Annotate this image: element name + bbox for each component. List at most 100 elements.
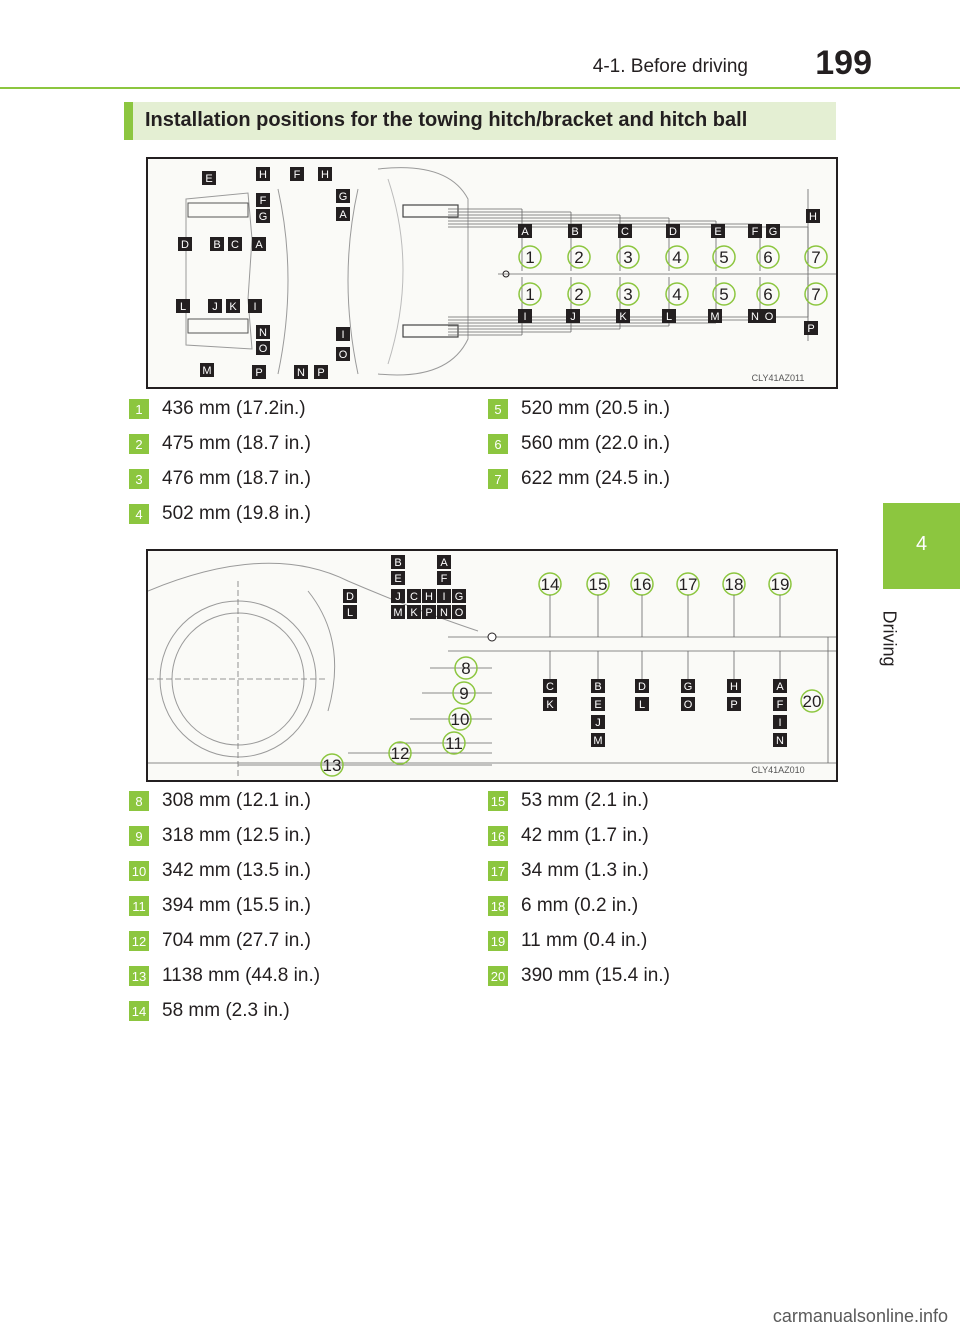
page-number: 199 — [815, 44, 872, 82]
measurement-value: 42 mm (1.7 in.) — [521, 825, 649, 846]
view-label-P-text: P — [255, 367, 262, 379]
chapter-label: Driving — [871, 598, 941, 688]
label-lower-J — [566, 309, 580, 323]
top-label-M-text: M — [393, 607, 402, 619]
column-label-I-text: I — [778, 717, 781, 729]
measurement-value: 342 mm (13.5 in.) — [162, 860, 311, 881]
dim-circle-lower-5-text: 5 — [719, 285, 728, 304]
column-label-B-text: B — [594, 681, 601, 693]
view-label-F-text: F — [294, 169, 301, 181]
measurement-badge: 15 — [488, 791, 508, 811]
dim-circle-lower-4-text: 4 — [672, 285, 681, 304]
dim-circle-lower-1-text: 1 — [525, 285, 534, 304]
dim-circle-13-text: 13 — [323, 756, 342, 775]
top-label-I-text: I — [442, 591, 445, 603]
column-label-P-text: P — [730, 699, 737, 711]
view-label-G — [256, 209, 270, 223]
view-label-G — [336, 189, 350, 203]
column-label-G-text: G — [684, 681, 693, 693]
column-label-K — [543, 697, 557, 711]
view-label-I-text: I — [341, 329, 344, 341]
dim-circle-lower-3-text: 3 — [623, 285, 632, 304]
top-label-H — [422, 589, 436, 603]
measurement-badge: 4 — [129, 504, 149, 524]
dim-circle-9 — [452, 681, 476, 705]
dim-circle-lower-2 — [567, 282, 591, 306]
top-label-F-text: F — [441, 573, 448, 585]
view-label-C — [228, 237, 242, 251]
dim-circle-lower-6-text: 6 — [763, 285, 772, 304]
column-label-B — [591, 679, 605, 693]
dim-circle-19-text: 19 — [771, 575, 790, 594]
top-label-D — [343, 589, 357, 603]
view-label-F-text: F — [260, 195, 267, 207]
label-lower-P-text: P — [807, 323, 814, 335]
measurement-value: 520 mm (20.5 in.) — [521, 398, 670, 419]
measurement-value: 34 mm (1.3 in.) — [521, 860, 649, 881]
dim-circle-20 — [800, 689, 824, 713]
dim-circle-lower-7-text: 7 — [811, 285, 820, 304]
dim-circle-12-text: 12 — [391, 744, 410, 763]
column-label-K-text: K — [546, 699, 554, 711]
measurement-badge: 19 — [488, 931, 508, 951]
dim-circle-upper-6-text: 6 — [763, 248, 772, 267]
top-label-L-text: L — [347, 607, 353, 619]
view-label-F — [256, 193, 270, 207]
chapter-tab[interactable]: 4 — [883, 503, 960, 589]
view-label-G-text: G — [259, 211, 268, 223]
measurement-badge: 5 — [488, 399, 508, 419]
view-label-E-text: E — [205, 173, 212, 185]
label-upper-E — [711, 224, 725, 238]
column-label-O-text: O — [684, 699, 693, 711]
view-label-P-text: P — [317, 367, 324, 379]
car-top-outline — [377, 167, 469, 376]
top-label-G — [452, 589, 466, 603]
view-label-P — [252, 365, 266, 379]
label-upper-D-text: D — [669, 226, 677, 238]
view-label-L-text: L — [180, 301, 186, 313]
bracket-upper — [187, 202, 249, 218]
label-upper-A-text: A — [521, 226, 529, 238]
view-label-M-text: M — [202, 365, 211, 377]
column-label-H — [727, 679, 741, 693]
measurement-value: 318 mm (12.5 in.) — [162, 825, 311, 846]
label-upper-G — [766, 224, 780, 238]
top-label-J — [391, 589, 405, 603]
column-label-L-text: L — [639, 699, 645, 711]
measurement-value: 390 mm (15.4 in.) — [521, 965, 670, 986]
measurement-badge: 16 — [488, 826, 508, 846]
measurement-badge: 3 — [129, 469, 149, 489]
dim-circle-upper-4 — [665, 245, 689, 269]
top-label-N — [437, 605, 451, 619]
figure-code: CLY41AZ010 — [751, 765, 804, 775]
view-label-K-text: K — [229, 301, 237, 313]
chapter-number: 4 — [915, 533, 928, 555]
top-label-J-text: J — [395, 591, 401, 603]
dim-circle-upper-1 — [518, 245, 542, 269]
view-label-H — [318, 167, 332, 181]
label-upper-A — [518, 224, 532, 238]
column-label-F — [773, 697, 787, 711]
measurement-badge: 6 — [488, 434, 508, 454]
top-label-O — [452, 605, 466, 619]
dim-circle-10 — [448, 707, 472, 731]
dim-circle-upper-6 — [756, 245, 780, 269]
column-label-M-text: M — [593, 735, 602, 747]
view-label-F — [290, 167, 304, 181]
measurement-value: 308 mm (12.1 in.) — [162, 790, 311, 811]
hitch-bracket-lower — [402, 324, 459, 338]
column-label-I — [773, 715, 787, 729]
column-label-G — [681, 679, 695, 693]
dim-circle-13 — [320, 753, 344, 777]
top-label-K — [407, 605, 421, 619]
view-label-D — [178, 237, 192, 251]
